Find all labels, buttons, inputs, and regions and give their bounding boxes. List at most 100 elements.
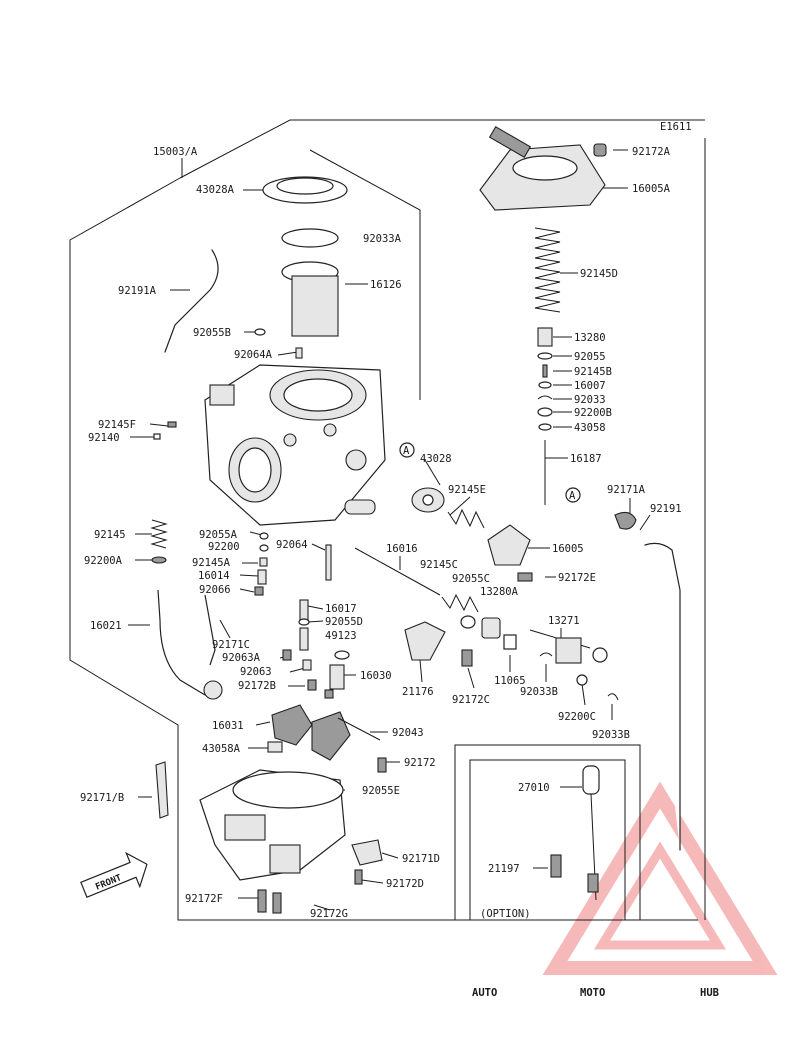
jet-16014 — [257, 569, 267, 585]
screw-92172E — [517, 572, 533, 582]
nut-92066 — [254, 586, 264, 596]
ring-92033A — [281, 228, 339, 248]
front-arrow-icon: FRONT — [80, 851, 148, 898]
label-92055C: 92055C — [452, 573, 490, 585]
leader-lines — [128, 149, 651, 911]
label-92171D: 92171D — [402, 853, 440, 865]
top-cover-16005A — [479, 126, 607, 211]
washer-92055A — [259, 532, 269, 540]
screw-92172 — [377, 757, 387, 773]
bracket-92171C — [204, 594, 216, 666]
label-43028A: 43028A — [196, 184, 235, 196]
holder-21176 — [404, 621, 446, 661]
label-16126: 16126 — [370, 279, 402, 291]
label-13280A: 13280A — [480, 586, 519, 598]
label-92200: 92200 — [208, 541, 240, 553]
air-cap-gasket-43028A — [262, 176, 348, 204]
oring-92055C — [460, 615, 476, 629]
label-92055: 92055 — [574, 351, 606, 363]
label-92145E: 92145E — [448, 484, 486, 496]
jet-49123 — [299, 627, 309, 651]
label-92033B-2: 92033B — [592, 729, 630, 741]
screw-92172F — [257, 889, 267, 913]
spring-92145A — [259, 557, 268, 567]
float-bowl — [199, 769, 346, 881]
rod-92064 — [325, 544, 332, 581]
marker-A-1-label: A — [403, 445, 410, 457]
diaphragm-16126 — [281, 261, 339, 337]
label-27010: 27010 — [518, 782, 550, 794]
label-92145F: 92145F — [98, 419, 136, 431]
clip-92171B — [155, 761, 169, 819]
label-92172A: 92172A — [632, 146, 671, 158]
label-92145B: 92145B — [574, 366, 612, 378]
assembly-frame — [69, 119, 706, 921]
label-92171A: 92171A — [607, 484, 646, 496]
nut-11065 — [503, 634, 517, 650]
hose-92191 — [644, 542, 681, 851]
label-92200A: 92200A — [84, 555, 123, 567]
spring-92145E — [447, 508, 485, 529]
label-92063A: 92063A — [222, 652, 261, 664]
label-16005A: 16005A — [632, 183, 671, 195]
watermark-logo: AUTO MOTO HUB — [472, 987, 719, 999]
marker-A-2: A — [565, 487, 581, 503]
screw-92172D — [354, 869, 363, 885]
screw-92172C — [461, 649, 473, 667]
plunger-13280A — [481, 617, 501, 639]
label-43058A: 43058A — [202, 743, 241, 755]
label-92172: 92172 — [404, 757, 436, 769]
label-92145: 92145 — [94, 529, 126, 541]
plug-92063 — [302, 659, 312, 671]
spring-92145C — [441, 593, 479, 613]
hose-92191A — [164, 249, 219, 353]
cable-16021 — [157, 589, 223, 700]
label-92043: 92043 — [392, 727, 424, 739]
spring-92064A — [295, 347, 303, 359]
marker-A-1: A — [399, 442, 415, 458]
nut-92140 — [153, 433, 161, 440]
label-13271: 13271 — [548, 615, 580, 627]
label-16005: 16005 — [552, 543, 584, 555]
screw-92063A — [282, 649, 292, 661]
screw-92145F — [167, 421, 177, 428]
label-92145A: 92145A — [192, 557, 231, 569]
label-92172E: 92172E — [558, 572, 596, 584]
label-92171B: 92171/B — [80, 792, 124, 804]
label-16030: 16030 — [360, 670, 392, 682]
spring-92145 — [150, 519, 168, 549]
label-92064: 92064 — [276, 539, 308, 551]
label-11065: 11065 — [494, 675, 526, 687]
label-43058: 43058 — [574, 422, 606, 434]
watermark-auto: AUTO — [472, 987, 497, 999]
gasket-43058A — [267, 741, 283, 753]
watermark-moto: MOTO — [580, 987, 605, 999]
watermark-triangle-icon — [542, 781, 778, 975]
label-92145C: 92145C — [420, 559, 458, 571]
label-92066: 92066 — [199, 584, 231, 596]
label-92200B: 92200B — [574, 407, 612, 419]
carburetor-body — [204, 364, 386, 526]
label-43028: 43028 — [420, 453, 452, 465]
label-13280: 13280 — [574, 332, 606, 344]
label-15003A: 15003/A — [153, 146, 198, 158]
shaft-16016 — [354, 547, 441, 596]
pin-92043 — [337, 717, 381, 741]
label-92172F: 92172F — [185, 893, 223, 905]
label-92063: 92063 — [240, 666, 272, 678]
watermark-hub: HUB — [700, 987, 719, 999]
option-label: (OPTION) — [480, 908, 531, 920]
jet-needle-parts — [537, 327, 553, 431]
label-92172D: 92172D — [386, 878, 424, 890]
label-92191A: 92191A — [118, 285, 157, 297]
clip-92033B — [607, 693, 619, 701]
label-92055B: 92055B — [193, 327, 231, 339]
label-92033B: 92033B — [520, 686, 558, 698]
label-92172C: 92172C — [452, 694, 490, 706]
screw-92172G — [272, 892, 282, 914]
label-92033A: 92033A — [363, 233, 402, 245]
label-16014: 16014 — [198, 570, 230, 582]
label-16187: 16187 — [570, 453, 602, 465]
label-16021: 16021 — [90, 620, 122, 632]
